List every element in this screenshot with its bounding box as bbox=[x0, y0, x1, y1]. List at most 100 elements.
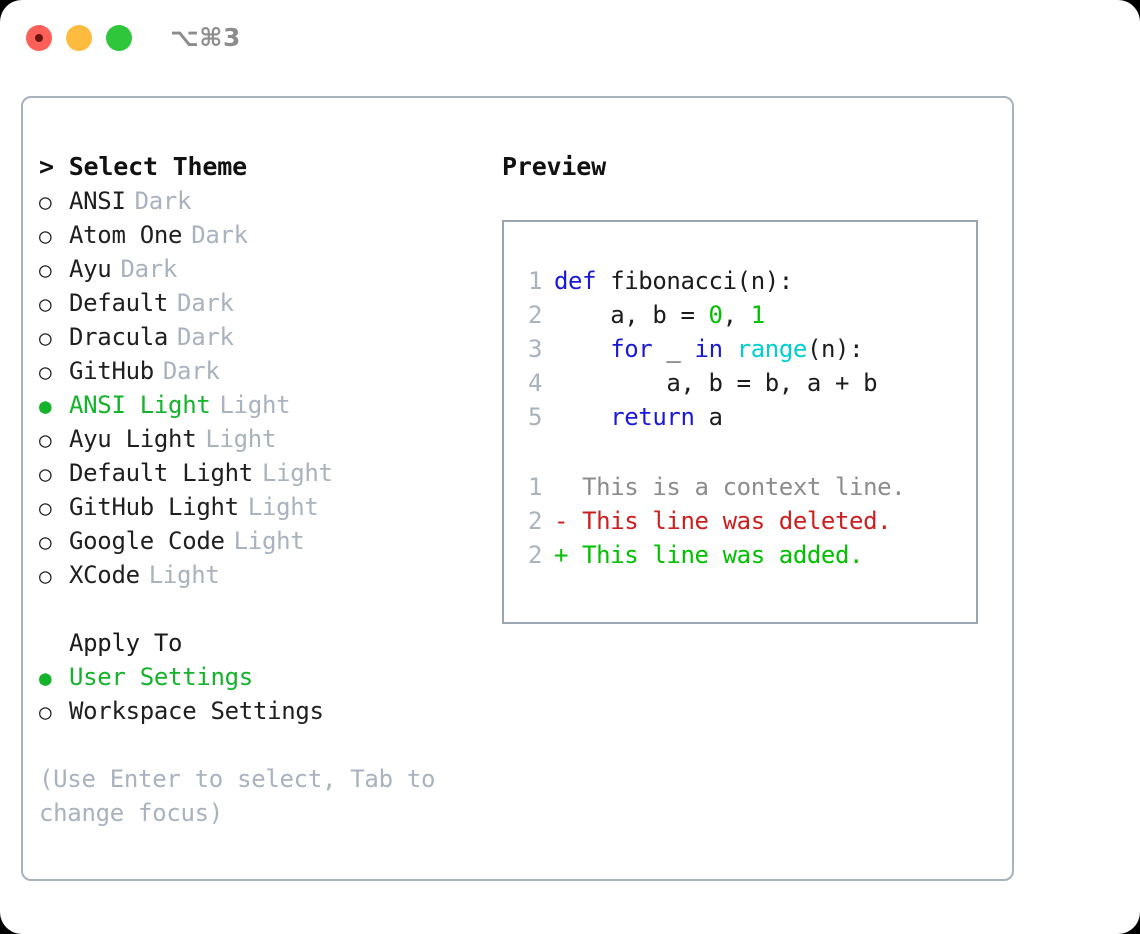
line-number: 1 bbox=[527, 267, 542, 295]
theme-option-ayu[interactable]: ○ Ayu Dark bbox=[39, 252, 489, 286]
code-token-kw: in bbox=[694, 335, 724, 363]
diff-line-content: + This line was added. bbox=[554, 541, 864, 569]
theme-option-label: Ayu Light bbox=[69, 425, 197, 453]
code-line-content: a, b = b, a + b bbox=[554, 366, 877, 400]
theme-option-variant: Light bbox=[261, 459, 333, 487]
radio-unselected-icon: ○ bbox=[39, 190, 52, 214]
theme-option-variant: Dark bbox=[177, 289, 234, 317]
diff-line: 2 - This line was deleted. bbox=[516, 504, 968, 538]
theme-option-label: XCode bbox=[69, 561, 140, 589]
code-token-plain bbox=[723, 335, 737, 363]
code-token-plain: _ bbox=[652, 335, 695, 363]
apply-to-heading: Apply To bbox=[69, 629, 183, 657]
apply-to-option-workspace-settings[interactable]: ○ Workspace Settings bbox=[39, 694, 489, 728]
radio-unselected-icon: ○ bbox=[39, 530, 52, 554]
code-token-plain: (n): bbox=[806, 335, 864, 363]
code-token-plain: a, b = b, a + b bbox=[554, 369, 878, 397]
radio-unselected-icon: ○ bbox=[39, 360, 52, 384]
theme-option-label: ANSI bbox=[69, 187, 126, 215]
apply-to-option-user-settings[interactable]: ●User Settings bbox=[39, 660, 489, 694]
radio-unselected-icon: ○ bbox=[39, 700, 52, 724]
theme-option-label: ANSI Light bbox=[69, 391, 211, 419]
diff-line: 2 + This line was added. bbox=[516, 538, 968, 572]
diff-line: 1 This is a context line. bbox=[516, 470, 968, 504]
theme-option-label: Default Light bbox=[69, 459, 253, 487]
radio-unselected-icon: ○ bbox=[39, 292, 52, 316]
code-line-content: for _ in range(n): bbox=[554, 332, 863, 366]
theme-option-ansi-light[interactable]: ● ANSI Light Light bbox=[39, 388, 489, 422]
maximize-button[interactable] bbox=[106, 25, 132, 51]
diff-lines: 1 This is a context line. 2 - This line wa… bbox=[516, 470, 968, 572]
radio-unselected-icon: ○ bbox=[39, 462, 52, 486]
line-number: 3 bbox=[527, 335, 542, 363]
code-line: 1 def fibonacci(n): bbox=[516, 264, 968, 298]
traffic-light-buttons bbox=[26, 25, 132, 51]
title-bar: ⌥⌘3 bbox=[0, 0, 1140, 78]
line-number: 5 bbox=[527, 403, 542, 431]
code-token-kw: return bbox=[610, 403, 695, 431]
code-line-content: def fibonacci(n): bbox=[554, 264, 793, 298]
code-line-content: a, b = 0, 1 bbox=[554, 298, 765, 332]
apply-to-option-label: Workspace Settings bbox=[69, 697, 324, 725]
list-spacer bbox=[39, 592, 489, 626]
theme-option-default-light[interactable]: ○ Default Light Light bbox=[39, 456, 489, 490]
close-button[interactable] bbox=[26, 25, 52, 51]
code-line: 5 return a bbox=[516, 400, 968, 434]
theme-option-google-code[interactable]: ○ Google Code Light bbox=[39, 524, 489, 558]
radio-unselected-icon: ○ bbox=[39, 224, 52, 248]
minimize-button[interactable] bbox=[66, 25, 92, 51]
code-token-num: 1 bbox=[750, 301, 765, 329]
code-diff-gap bbox=[516, 434, 968, 470]
diff-line-content: - This line was deleted. bbox=[554, 507, 892, 535]
window-shortcut-label: ⌥⌘3 bbox=[170, 23, 241, 52]
theme-option-github-light[interactable]: ○ GitHub Light Light bbox=[39, 490, 489, 524]
radio-unselected-icon: ○ bbox=[39, 428, 52, 452]
line-number: 2 bbox=[527, 301, 542, 329]
theme-option-variant: Dark bbox=[191, 221, 248, 249]
theme-option-variant: Light bbox=[247, 493, 319, 521]
line-number: 1 bbox=[527, 473, 542, 501]
theme-option-label: Default bbox=[69, 289, 169, 317]
code-token-plain: fibonacci(n): bbox=[596, 267, 793, 295]
keyboard-hint-text: (Use Enter to select, Tab to change focu… bbox=[39, 765, 436, 827]
radio-unselected-icon: ○ bbox=[39, 564, 52, 588]
diff-line-content: This is a context line. bbox=[554, 473, 906, 501]
theme-option-label: Ayu bbox=[69, 255, 112, 283]
radio-unselected-icon: ○ bbox=[39, 496, 52, 520]
theme-option-label: GitHub Light bbox=[69, 493, 239, 521]
radio-unselected-icon: ○ bbox=[39, 326, 52, 350]
theme-option-github[interactable]: ○ GitHub Dark bbox=[39, 354, 489, 388]
radio-selected-icon: ● bbox=[39, 394, 52, 418]
code-token-plain: , bbox=[722, 301, 751, 329]
code-token-plain: a, b = bbox=[554, 301, 709, 329]
theme-option-label: GitHub bbox=[69, 357, 154, 385]
theme-option-variant: Light bbox=[219, 391, 291, 419]
theme-option-variant: Dark bbox=[120, 255, 178, 283]
code-line: 2 a, b = 0, 1 bbox=[516, 298, 968, 332]
theme-option-variant: Dark bbox=[162, 357, 220, 385]
code-token-plain bbox=[554, 335, 610, 363]
radio-unselected-icon: ○ bbox=[39, 258, 52, 282]
theme-option-variant: Light bbox=[233, 527, 305, 555]
preview-heading: Preview bbox=[502, 152, 606, 181]
theme-option-ansi[interactable]: ○ ANSI Dark bbox=[39, 184, 489, 218]
theme-option-variant: Dark bbox=[134, 187, 192, 215]
theme-option-default[interactable]: ○ Default Dark bbox=[39, 286, 489, 320]
line-number: 2 bbox=[527, 507, 542, 535]
code-token-num: 0 bbox=[708, 301, 723, 329]
line-number: 2 bbox=[527, 541, 542, 569]
apply-to-list[interactable]: ●User Settings ○ Workspace Settings bbox=[39, 660, 489, 728]
radio-selected-icon: ● bbox=[39, 666, 52, 690]
code-token-plain: a bbox=[694, 403, 723, 431]
theme-option-label: Google Code bbox=[69, 527, 225, 555]
theme-option-variant: Dark bbox=[177, 323, 234, 351]
